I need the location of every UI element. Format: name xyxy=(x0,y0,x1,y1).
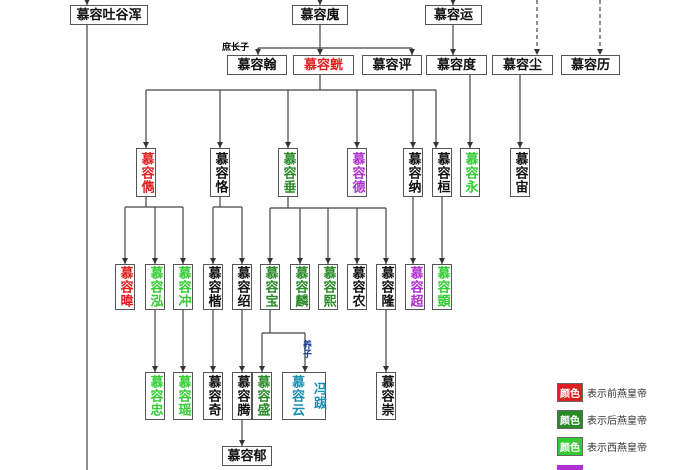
person-box: 慕容冲 xyxy=(173,264,193,310)
person-box: 慕容皝 xyxy=(293,55,354,75)
person-name: 慕容云 xyxy=(289,375,304,417)
legend-swatch: 颜色 xyxy=(557,437,583,456)
person-box: 慕容恪 xyxy=(210,148,230,197)
legend-swatch: 颜色 xyxy=(557,410,583,429)
legend-item: 颜色表示前燕皇帝 xyxy=(557,383,647,402)
person-box: 慕容德 xyxy=(347,148,367,197)
person-box: 慕容廆 xyxy=(292,5,348,25)
person-box: 慕容崇 xyxy=(376,372,396,420)
arrow-head xyxy=(210,366,216,372)
person-box-yun-fengba: 慕容云冯跋 xyxy=(282,372,326,420)
person-box: 慕容评 xyxy=(362,55,422,75)
arrow-head xyxy=(410,258,416,264)
arrow-head xyxy=(122,258,128,264)
eldest-son-label: 庶长子 xyxy=(222,43,250,53)
person-box: 慕容儁 xyxy=(136,148,156,197)
arrow-head xyxy=(143,142,149,148)
arrow-head xyxy=(534,49,540,55)
arrow-head xyxy=(317,0,323,5)
arrow-head xyxy=(180,258,186,264)
person-box: 慕容隆 xyxy=(376,264,396,310)
arrow-head xyxy=(409,49,415,55)
arrow-head xyxy=(267,258,273,264)
person-box: 慕容纳 xyxy=(403,148,423,197)
adopted-son-label: 养子 xyxy=(301,340,311,358)
arrow-head xyxy=(433,142,439,148)
arrow-head xyxy=(255,49,261,55)
person-box: 慕容忠 xyxy=(145,372,165,420)
arrow-head xyxy=(239,440,245,446)
person-box: 慕容农 xyxy=(347,264,367,310)
person-box: 慕容暐 xyxy=(115,264,135,310)
arrow-head xyxy=(259,366,265,372)
person-box: 慕容腾 xyxy=(232,372,252,420)
arrow-head xyxy=(302,366,308,372)
legend-item: 颜色表示后燕皇帝 xyxy=(557,410,647,429)
arrow-head xyxy=(180,366,186,372)
arrow-head xyxy=(354,258,360,264)
person-box: 慕容超 xyxy=(405,264,425,310)
person-box: 慕容宙 xyxy=(510,148,530,197)
arrow-head xyxy=(217,142,223,148)
person-box: 慕容绍 xyxy=(232,264,252,310)
person-box: 慕容泓 xyxy=(145,264,165,310)
arrow-head xyxy=(317,49,323,55)
legend-text: 表示后燕皇帝 xyxy=(587,416,647,427)
arrow-head xyxy=(152,366,158,372)
arrow-head xyxy=(239,258,245,264)
person-box: 慕容历 xyxy=(561,55,620,75)
legend-text: 表示前燕皇帝 xyxy=(587,389,647,400)
person-box: 慕容楷 xyxy=(203,264,223,310)
arrow-head xyxy=(297,258,303,264)
person-box: 慕容垂 xyxy=(278,148,298,197)
arrow-head xyxy=(210,258,216,264)
arrow-head xyxy=(325,258,331,264)
arrow-head xyxy=(410,142,416,148)
person-box: 慕容运 xyxy=(425,5,482,25)
arrow-head xyxy=(383,366,389,372)
legend-swatch: 颜色 xyxy=(557,383,583,402)
legend-item: 颜色表示西燕皇帝 xyxy=(557,437,647,456)
person-box: 慕容奇 xyxy=(203,372,223,420)
arrow-head xyxy=(84,0,90,5)
arrow-head xyxy=(354,142,360,148)
person-box: 慕容永 xyxy=(460,148,480,197)
person-name: 冯跋 xyxy=(311,382,326,410)
person-box: 慕容翰 xyxy=(227,55,287,75)
person-box: 慕容宝 xyxy=(260,264,280,310)
legend-text: 表示西燕皇帝 xyxy=(587,443,647,454)
arrow-head xyxy=(383,258,389,264)
arrow-head xyxy=(597,49,603,55)
arrow-head xyxy=(239,366,245,372)
arrow-head xyxy=(450,49,456,55)
arrow-head xyxy=(467,142,473,148)
person-box: 慕容麟 xyxy=(290,264,310,310)
legend-swatch-partial xyxy=(557,465,583,470)
person-box: 慕容熙 xyxy=(318,264,338,310)
arrow-head xyxy=(152,258,158,264)
person-box: 慕容顗 xyxy=(432,264,452,310)
person-box: 慕容度 xyxy=(426,55,487,75)
person-box: 慕容盛 xyxy=(252,372,272,420)
person-box: 慕容尘 xyxy=(492,55,553,75)
arrow-head xyxy=(439,258,445,264)
person-box: 慕容吐谷浑 xyxy=(70,5,148,25)
person-box: 慕容瑶 xyxy=(173,372,193,420)
person-box: 慕容桓 xyxy=(432,148,452,197)
arrow-head xyxy=(450,0,456,5)
arrow-head xyxy=(517,142,523,148)
person-box: 慕容郁 xyxy=(222,446,272,466)
arrow-head xyxy=(285,142,291,148)
